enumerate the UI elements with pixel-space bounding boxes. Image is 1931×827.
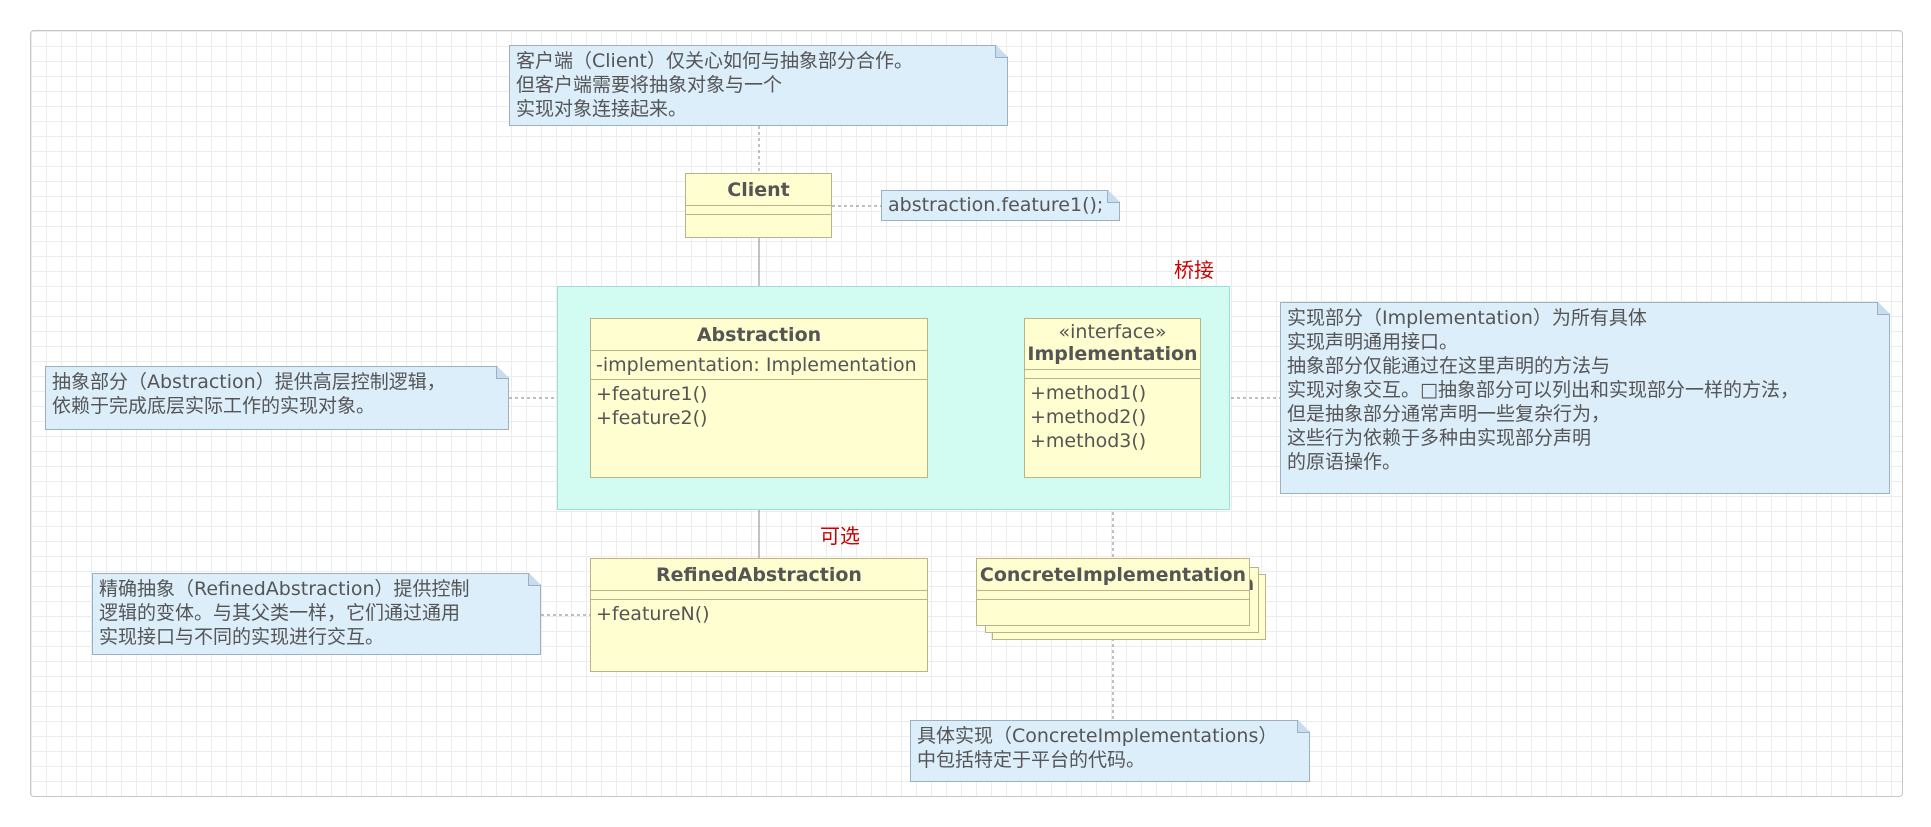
optional-label: 可选 <box>820 524 860 548</box>
class-attributes-section: -implementation: Implementation <box>591 350 927 379</box>
abstraction-note[interactable]: 抽象部分（Abstraction）提供高层控制逻辑， 依赖于完成底层实际工作的实… <box>45 366 509 430</box>
class-method: +featureN() <box>596 603 710 625</box>
class-name: ConcreteImplementation <box>979 564 1247 586</box>
bridge-label: 桥接 <box>1174 258 1214 282</box>
note-line: 客户端（Client）仅关心如何与抽象部分合作。 <box>516 50 914 72</box>
note-line: 实现对象连接起来。 <box>516 98 688 120</box>
class-method: +method3() <box>1030 430 1147 452</box>
class-methods-section: +featureN() <box>591 599 927 628</box>
class-name: Client <box>727 179 790 201</box>
class-attributes-section <box>1025 369 1200 378</box>
client-note[interactable]: 客户端（Client）仅关心如何与抽象部分合作。 但客户端需要将抽象对象与一个 … <box>509 45 1008 126</box>
note-line: 的原语操作。 <box>1287 451 1402 473</box>
note-line: 实现声明通用接口。 <box>1287 331 1459 353</box>
class-attribute: -implementation: Implementation <box>596 354 917 376</box>
note-line: 精确抽象（RefinedAbstraction）提供控制 <box>99 578 470 600</box>
refined-abstraction-class[interactable]: RefinedAbstraction +featureN() <box>590 558 928 672</box>
class-method: +feature1() <box>596 383 708 405</box>
class-method: +feature2() <box>596 407 708 429</box>
class-methods-section <box>977 599 1249 608</box>
class-name: Abstraction <box>696 324 822 346</box>
note-line: 依赖于完成底层实际工作的实现对象。 <box>52 395 376 417</box>
note-line: 具体实现（ConcreteImplementations） <box>917 725 1278 747</box>
interface-stereotype: «interface» <box>1058 321 1167 343</box>
concrete-implementation-note[interactable]: 具体实现（ConcreteImplementations） 中包括特定于平台的代… <box>910 720 1310 782</box>
class-method: +method1() <box>1030 382 1147 404</box>
class-methods-section <box>686 214 831 223</box>
refined-abstraction-note[interactable]: 精确抽象（RefinedAbstraction）提供控制 逻辑的变体。与其父类一… <box>92 573 541 655</box>
class-name: Implementation <box>1027 343 1198 365</box>
implementation-note[interactable]: 实现部分（Implementation）为所有具体 实现声明通用接口。 抽象部分… <box>1280 302 1890 494</box>
class-methods-section: +method1() +method2() +method3() <box>1025 378 1200 455</box>
note-line: 这些行为依赖于多种由实现部分声明 <box>1287 427 1592 449</box>
note-line: 逻辑的变体。与其父类一样，它们通过通用 <box>99 602 461 624</box>
note-line: 中包括特定于平台的代码。 <box>917 749 1146 771</box>
note-line: 但客户端需要将抽象对象与一个 <box>516 74 783 96</box>
class-attributes-section <box>591 590 927 599</box>
class-method: +method2() <box>1030 406 1147 428</box>
code-note[interactable]: abstraction.feature1(); <box>881 190 1120 221</box>
interface-header: «interface» Implementation <box>1025 319 1200 369</box>
implementation-interface[interactable]: «interface» Implementation +method1() +m… <box>1024 318 1201 478</box>
note-line: 实现接口与不同的实现进行交互。 <box>99 626 385 648</box>
class-attributes-section <box>686 205 831 214</box>
note-line: abstraction.feature1(); <box>888 194 1104 216</box>
class-name: RefinedAbstraction <box>656 564 862 586</box>
concrete-implementation-class[interactable]: ConcreteImplementation <box>976 558 1250 626</box>
note-line: 抽象部分（Abstraction）提供高层控制逻辑， <box>52 371 446 393</box>
client-class[interactable]: Client <box>685 173 832 238</box>
abstraction-class[interactable]: Abstraction -implementation: Implementat… <box>590 318 928 478</box>
class-attributes-section <box>977 590 1249 599</box>
class-methods-section: +feature1() +feature2() <box>591 379 927 432</box>
note-line: 但是抽象部分通常声明一些复杂行为， <box>1287 403 1611 425</box>
note-line: 实现部分（Implementation）为所有具体 <box>1287 307 1647 329</box>
note-line: 实现对象交互。□抽象部分可以列出和实现部分一样的方法， <box>1287 379 1799 401</box>
note-line: 抽象部分仅能通过在这里声明的方法与 <box>1287 355 1611 377</box>
